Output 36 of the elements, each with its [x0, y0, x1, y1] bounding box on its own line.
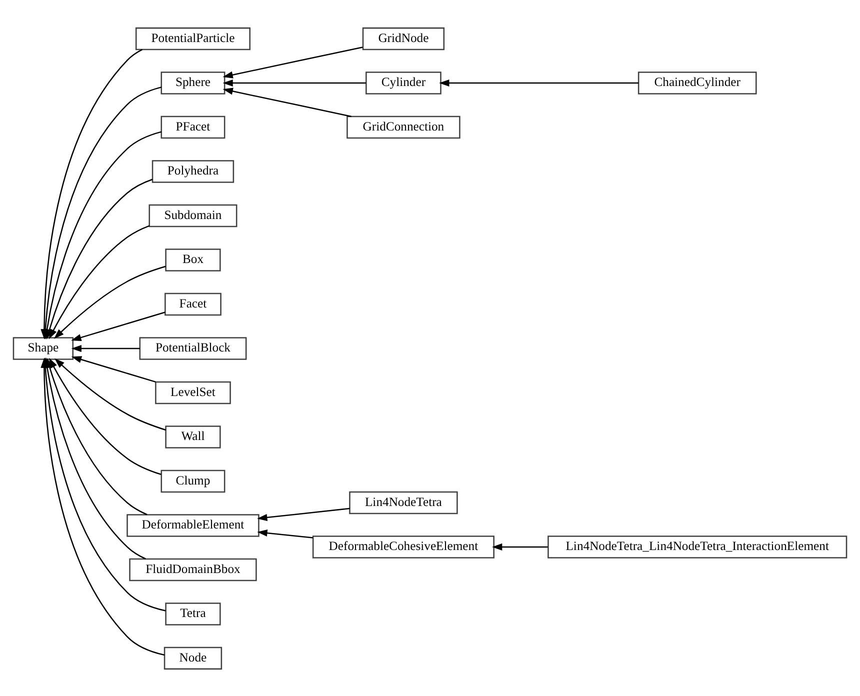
node-box: DeformableCohesiveElement	[312, 535, 494, 558]
node-box: PFacet	[160, 115, 226, 138]
arrow	[48, 224, 150, 339]
node-box: Facet	[164, 292, 222, 316]
arrow	[439, 79, 639, 86]
node-box: Node	[164, 646, 222, 670]
node-box: Lin4NodeTetra_Lin4NodeTetra_InteractionElement	[548, 535, 848, 558]
node-box: GridNode	[362, 26, 445, 50]
node-box: Box	[165, 248, 221, 271]
arrow	[222, 87, 352, 117]
node-box: GridConnection	[346, 115, 460, 138]
node-box: PotentialParticle	[135, 26, 250, 50]
node-box: Shape	[12, 336, 74, 360]
node-box: Clump	[160, 469, 226, 492]
arrow	[257, 528, 313, 538]
node-box: Subdomain	[148, 204, 238, 227]
node-box: ChainedCylinder	[638, 71, 757, 94]
node-box: Wall	[165, 425, 221, 448]
arrow	[257, 507, 350, 521]
node-box: LevelSet	[155, 380, 231, 404]
node-box: Cylinder	[366, 71, 442, 94]
arrow	[492, 542, 548, 550]
node-box: Tetra	[165, 602, 221, 625]
node-box: DeformableElement	[126, 514, 260, 536]
arrow	[71, 356, 156, 382]
node-box: Lin4NodeTetra	[349, 490, 458, 514]
arrow	[222, 46, 363, 78]
node-box: PotentialBlock	[139, 336, 247, 360]
node-box: Polyhedra	[152, 160, 234, 182]
arrow	[54, 358, 166, 430]
node-box: FluidDomainBbox	[129, 558, 257, 581]
arrow	[222, 79, 366, 86]
node-box: Sphere	[160, 71, 226, 94]
arrow	[71, 311, 166, 340]
arrow	[71, 344, 140, 352]
arrow	[54, 265, 166, 338]
